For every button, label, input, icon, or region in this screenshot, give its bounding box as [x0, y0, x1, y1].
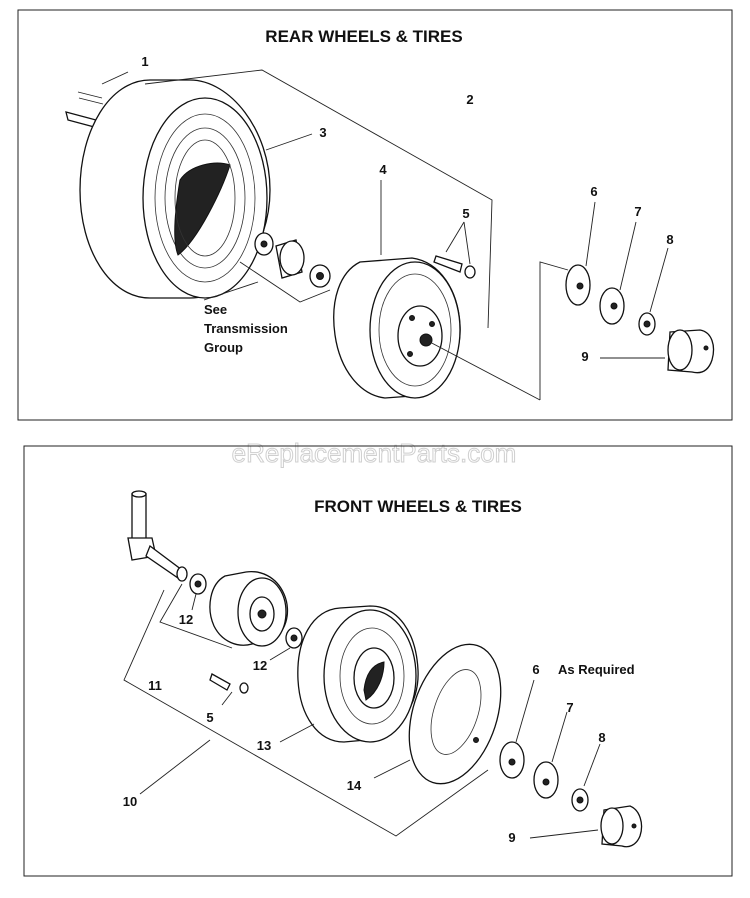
- part-13-front-tire[interactable]: [297, 605, 419, 743]
- part-7-front-washer[interactable]: [533, 761, 559, 799]
- part-14-tire-tube[interactable]: [393, 633, 517, 796]
- callout-9-front: 9: [508, 830, 515, 845]
- callout-13: 13: [257, 738, 271, 753]
- rear-axle-bracket-line: [539, 261, 569, 400]
- part-12-bearing-left[interactable]: [189, 573, 207, 595]
- part-5-valve-stem[interactable]: [433, 255, 476, 279]
- callout-7-front: 7: [566, 700, 573, 715]
- front-spindle[interactable]: [127, 490, 188, 582]
- callout-5: 5: [462, 206, 469, 221]
- front-panel-title: FRONT WHEELS & TIRES: [314, 497, 522, 516]
- part-5-front-valve-stem[interactable]: [209, 673, 249, 694]
- callout-5-front: 5: [206, 710, 213, 725]
- part-6-front-washer[interactable]: [499, 741, 525, 779]
- part-8-retainer[interactable]: [638, 312, 656, 336]
- rear-leader-lines: [144, 69, 669, 359]
- callout-2: 2: [466, 92, 473, 107]
- see-note-line-3: Group: [204, 340, 243, 355]
- callout-12-left: 12: [179, 612, 193, 627]
- callout-6: 6: [590, 184, 597, 199]
- callout-9: 9: [581, 349, 588, 364]
- rear-panel-title: REAR WHEELS & TIRES: [265, 27, 462, 46]
- part-3-rear-tire[interactable]: [79, 79, 271, 299]
- part-11-front-rim[interactable]: [209, 570, 289, 647]
- callout-11: 11: [148, 678, 162, 693]
- rear-panel-frame: [17, 9, 733, 421]
- part-6-washer[interactable]: [565, 264, 591, 306]
- see-note-line-1: See: [204, 302, 227, 317]
- part-8-front-retainer[interactable]: [571, 788, 589, 812]
- callout-6-front: 6: [532, 662, 539, 677]
- part-1-keys[interactable]: [65, 71, 129, 129]
- callout-1: 1: [141, 54, 148, 69]
- see-note-line-2: Transmission: [204, 321, 288, 336]
- callout-14: 14: [347, 778, 362, 793]
- callout-8-front: 8: [598, 730, 605, 745]
- callout-8: 8: [666, 232, 673, 247]
- front-panel-frame: [23, 445, 733, 877]
- part-9-hub-cap[interactable]: [667, 329, 715, 374]
- part-9-front-hub-cap[interactable]: [600, 805, 643, 848]
- part-7-washer[interactable]: [599, 287, 625, 325]
- front-leader-lines: [123, 583, 601, 839]
- as-required-note: As Required: [558, 662, 635, 677]
- front-wheels-panel: FRONT WHEELS & TIRES: [23, 445, 733, 877]
- callout-7: 7: [634, 204, 641, 219]
- part-12-bearing-right[interactable]: [285, 627, 303, 649]
- callout-12-right: 12: [253, 658, 267, 673]
- part-4-rear-rim[interactable]: [333, 257, 541, 401]
- callout-4: 4: [379, 162, 387, 177]
- rear-bearings-spacer[interactable]: [239, 232, 331, 303]
- watermark: eReplacementParts.com: [232, 438, 517, 468]
- callout-10: 10: [123, 794, 137, 809]
- rear-wheels-panel: REAR WHEELS & TIRES: [17, 9, 733, 421]
- callout-3: 3: [319, 125, 326, 140]
